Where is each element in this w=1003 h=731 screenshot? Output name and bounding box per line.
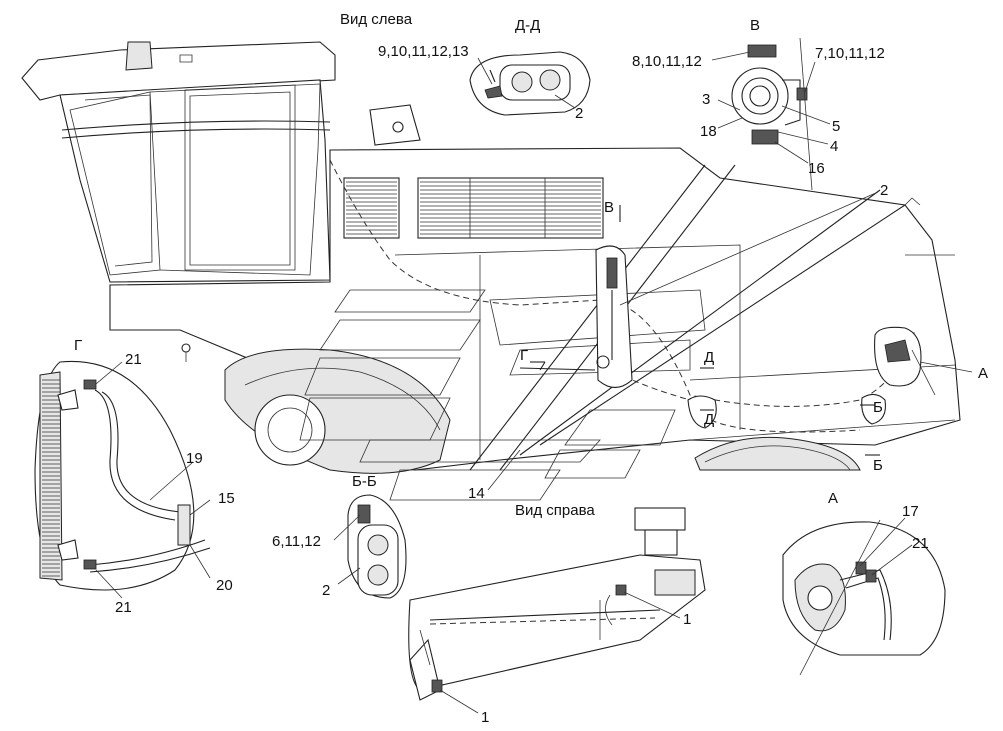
leader-lines <box>95 51 973 714</box>
callout-v-4: 4 <box>830 138 838 155</box>
callout-r-1-bot: 1 <box>481 709 489 726</box>
marker-b-1: Б <box>873 399 883 416</box>
title-view-bb: Б-Б <box>352 473 377 490</box>
callout-v-8: 8,10,11,12 <box>632 53 702 70</box>
callout-dd-2: 2 <box>575 105 583 122</box>
title-right-view: Вид справа <box>515 502 595 519</box>
marker-d-1: Д <box>704 349 714 366</box>
callout-r-1-top: 1 <box>683 611 691 628</box>
callout-main-2: 2 <box>880 182 888 199</box>
view-v-detail <box>731 37 813 191</box>
marker-v: В <box>604 199 614 216</box>
title-view-a: А <box>828 490 838 507</box>
callout-g-21-top: 21 <box>125 351 142 368</box>
callout-v-16: 16 <box>808 160 825 177</box>
view-bb-detail <box>347 494 407 599</box>
callout-v-3: 3 <box>702 91 710 108</box>
pump-bubble-a <box>874 326 936 396</box>
callout-bb-2: 2 <box>322 582 330 599</box>
callout-g-15: 15 <box>218 490 235 507</box>
combine-right-view <box>408 507 706 701</box>
view-g-detail <box>34 360 211 591</box>
callout-g-19: 19 <box>186 450 203 467</box>
callout-v-5: 5 <box>832 118 840 135</box>
bubble-b <box>861 393 887 425</box>
callout-a-17: 17 <box>902 503 919 520</box>
marker-b-2: Б <box>873 457 883 474</box>
title-left-view: Вид слева <box>340 11 413 28</box>
hydraulic-cylinder <box>519 245 633 389</box>
callout-a-21: 21 <box>912 535 929 552</box>
callout-g-20: 20 <box>216 577 233 594</box>
callout-v-7: 7,10,11,12 <box>815 45 885 62</box>
callout-g-21-bot: 21 <box>115 599 132 616</box>
title-view-v: В <box>750 17 760 34</box>
radiator-fins <box>42 379 60 577</box>
marker-g: Г <box>520 347 528 364</box>
callout-main-14: 14 <box>468 485 485 502</box>
callout-v-18: 18 <box>700 123 717 140</box>
labels: Вид слева Д-Д В Вид справа Б-Б Г А 9,10,… <box>74 11 988 726</box>
title-view-dd: Д-Д <box>515 17 540 34</box>
title-view-g: Г <box>74 337 82 354</box>
view-dd-detail <box>469 51 591 116</box>
bubble-d <box>687 395 717 429</box>
view-a-detail <box>782 519 946 676</box>
combine-left-view <box>21 41 961 474</box>
callout-dd-bolts: 9,10,11,12,13 <box>378 43 469 60</box>
callout-bb-6: 6,11,12 <box>272 533 321 550</box>
grille-louvers <box>346 181 601 235</box>
marker-d-2: Д <box>704 411 714 428</box>
marker-a: А <box>978 365 988 382</box>
